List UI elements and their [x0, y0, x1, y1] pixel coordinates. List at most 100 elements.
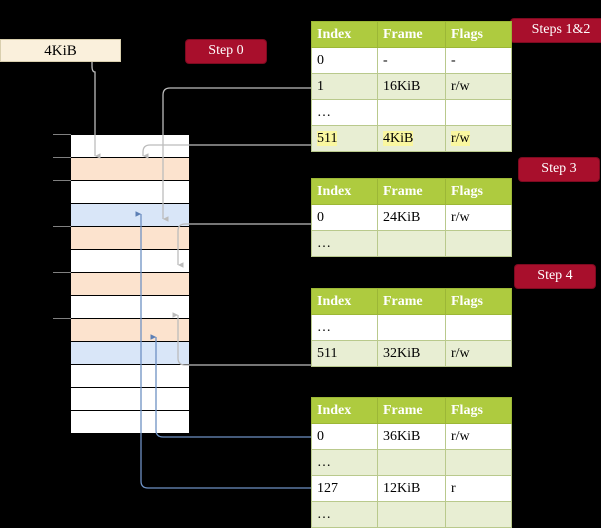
memory-frame-block	[70, 157, 190, 181]
column-header-frame: Frame	[377, 21, 446, 48]
table-cell-frame: 4KiB	[377, 125, 446, 152]
badge-step-3: Step 3	[519, 158, 599, 181]
cell-text: 1	[317, 78, 324, 94]
cell-text: 32KiB	[383, 345, 421, 361]
cell-text: 127	[317, 480, 338, 496]
cell-text: 511	[317, 130, 338, 146]
cell-text: 0	[317, 52, 324, 68]
cell-text: r/w	[451, 78, 470, 94]
cell-text: 12KiB	[383, 480, 421, 496]
cell-text: 24KiB	[383, 209, 421, 225]
cell-text: 511	[317, 345, 338, 361]
frame-boundary-tick	[53, 318, 71, 319]
cell-text: …	[317, 235, 331, 251]
table-cell-index: 0	[311, 423, 378, 450]
badge-step-0: Step 0	[186, 40, 266, 63]
cell-text: -	[383, 52, 388, 68]
table-cell-flags: r	[445, 475, 512, 502]
column-header-flags: Flags	[445, 397, 512, 424]
table-row: …	[311, 449, 512, 476]
physical-memory-frames	[70, 134, 190, 434]
table-cell-flags	[445, 99, 512, 126]
memory-frame-block	[70, 364, 190, 388]
frame-size-text: 4KiB	[44, 43, 77, 59]
cell-text: 0	[317, 428, 324, 444]
table-cell-index: …	[311, 314, 378, 341]
table-row: …	[311, 99, 512, 126]
arrow-pdpt-row0-to-memory	[177, 223, 311, 268]
table-cell-index: 127	[311, 475, 378, 502]
table-row: 511 4KiB r/w	[311, 125, 512, 152]
memory-frame-block	[70, 341, 190, 365]
table-cell-flags: r/w	[445, 340, 512, 367]
memory-frame-block	[70, 410, 190, 434]
frame-boundary-tick	[53, 272, 71, 273]
memory-frame-block	[70, 249, 190, 273]
table-cell-flags	[445, 501, 512, 528]
memory-frame-block	[70, 295, 190, 319]
column-header-index: Index	[311, 178, 378, 205]
table-row: …	[311, 230, 512, 257]
table-cell-frame: 12KiB	[377, 475, 446, 502]
table-cell-index: 1	[311, 73, 378, 100]
column-header-flags: Flags	[445, 178, 512, 205]
cell-text: -	[451, 52, 456, 68]
cell-text: r/w	[451, 428, 470, 444]
table-cell-index: 511	[311, 340, 378, 367]
table-row: …	[311, 314, 512, 341]
table-cell-flags	[445, 230, 512, 257]
badge-steps-1-2: Steps 1&2	[511, 19, 601, 42]
frame-size-label: 4KiB	[0, 39, 121, 62]
cell-text: r/w	[451, 130, 470, 146]
table-row: 0 - -	[311, 47, 512, 74]
table-cell-index: …	[311, 449, 378, 476]
table-cell-index: 0	[311, 204, 378, 231]
table-cell-frame: -	[377, 47, 446, 74]
table-row: 0 24KiB r/w	[311, 204, 512, 231]
column-header-frame: Frame	[377, 288, 446, 315]
table-cell-flags: r/w	[445, 423, 512, 450]
memory-frame-block	[70, 226, 190, 250]
frame-boundary-tick	[53, 226, 71, 227]
table-row: 127 12KiB r	[311, 475, 512, 502]
memory-frame-block	[70, 203, 190, 227]
column-header-index: Index	[311, 397, 378, 424]
frame-boundary-tick	[53, 157, 71, 158]
memory-frame-block	[70, 272, 190, 296]
table-cell-index: …	[311, 99, 378, 126]
table-cell-frame: 32KiB	[377, 340, 446, 367]
table-cell-frame	[377, 501, 446, 528]
table-cell-flags	[445, 449, 512, 476]
table-cell-index: 511	[311, 125, 378, 152]
table-cell-frame: 36KiB	[377, 423, 446, 450]
column-header-flags: Flags	[445, 21, 512, 48]
cell-text: 0	[317, 209, 324, 225]
column-header-flags: Flags	[445, 288, 512, 315]
column-header-frame: Frame	[377, 397, 446, 424]
table-cell-flags: r/w	[445, 204, 512, 231]
cell-text: r/w	[451, 345, 470, 361]
table-cell-frame	[377, 99, 446, 126]
table-cell-frame: 16KiB	[377, 73, 446, 100]
table-row: 511 32KiB r/w	[311, 340, 512, 367]
cell-text: 36KiB	[383, 428, 421, 444]
table-cell-flags: -	[445, 47, 512, 74]
memory-frame-block	[70, 387, 190, 411]
cell-text: 16KiB	[383, 78, 421, 94]
memory-frame-block	[70, 180, 190, 204]
table-cell-index: 0	[311, 47, 378, 74]
column-header-index: Index	[311, 21, 378, 48]
table-cell-frame	[377, 314, 446, 341]
cell-text: r	[451, 480, 456, 496]
table-row: 1 16KiB r/w	[311, 73, 512, 100]
table-cell-index: …	[311, 230, 378, 257]
cell-text: 4KiB	[383, 130, 414, 146]
table-cell-flags	[445, 314, 512, 341]
memory-frame-block	[70, 134, 190, 158]
frame-boundary-tick	[53, 180, 71, 181]
